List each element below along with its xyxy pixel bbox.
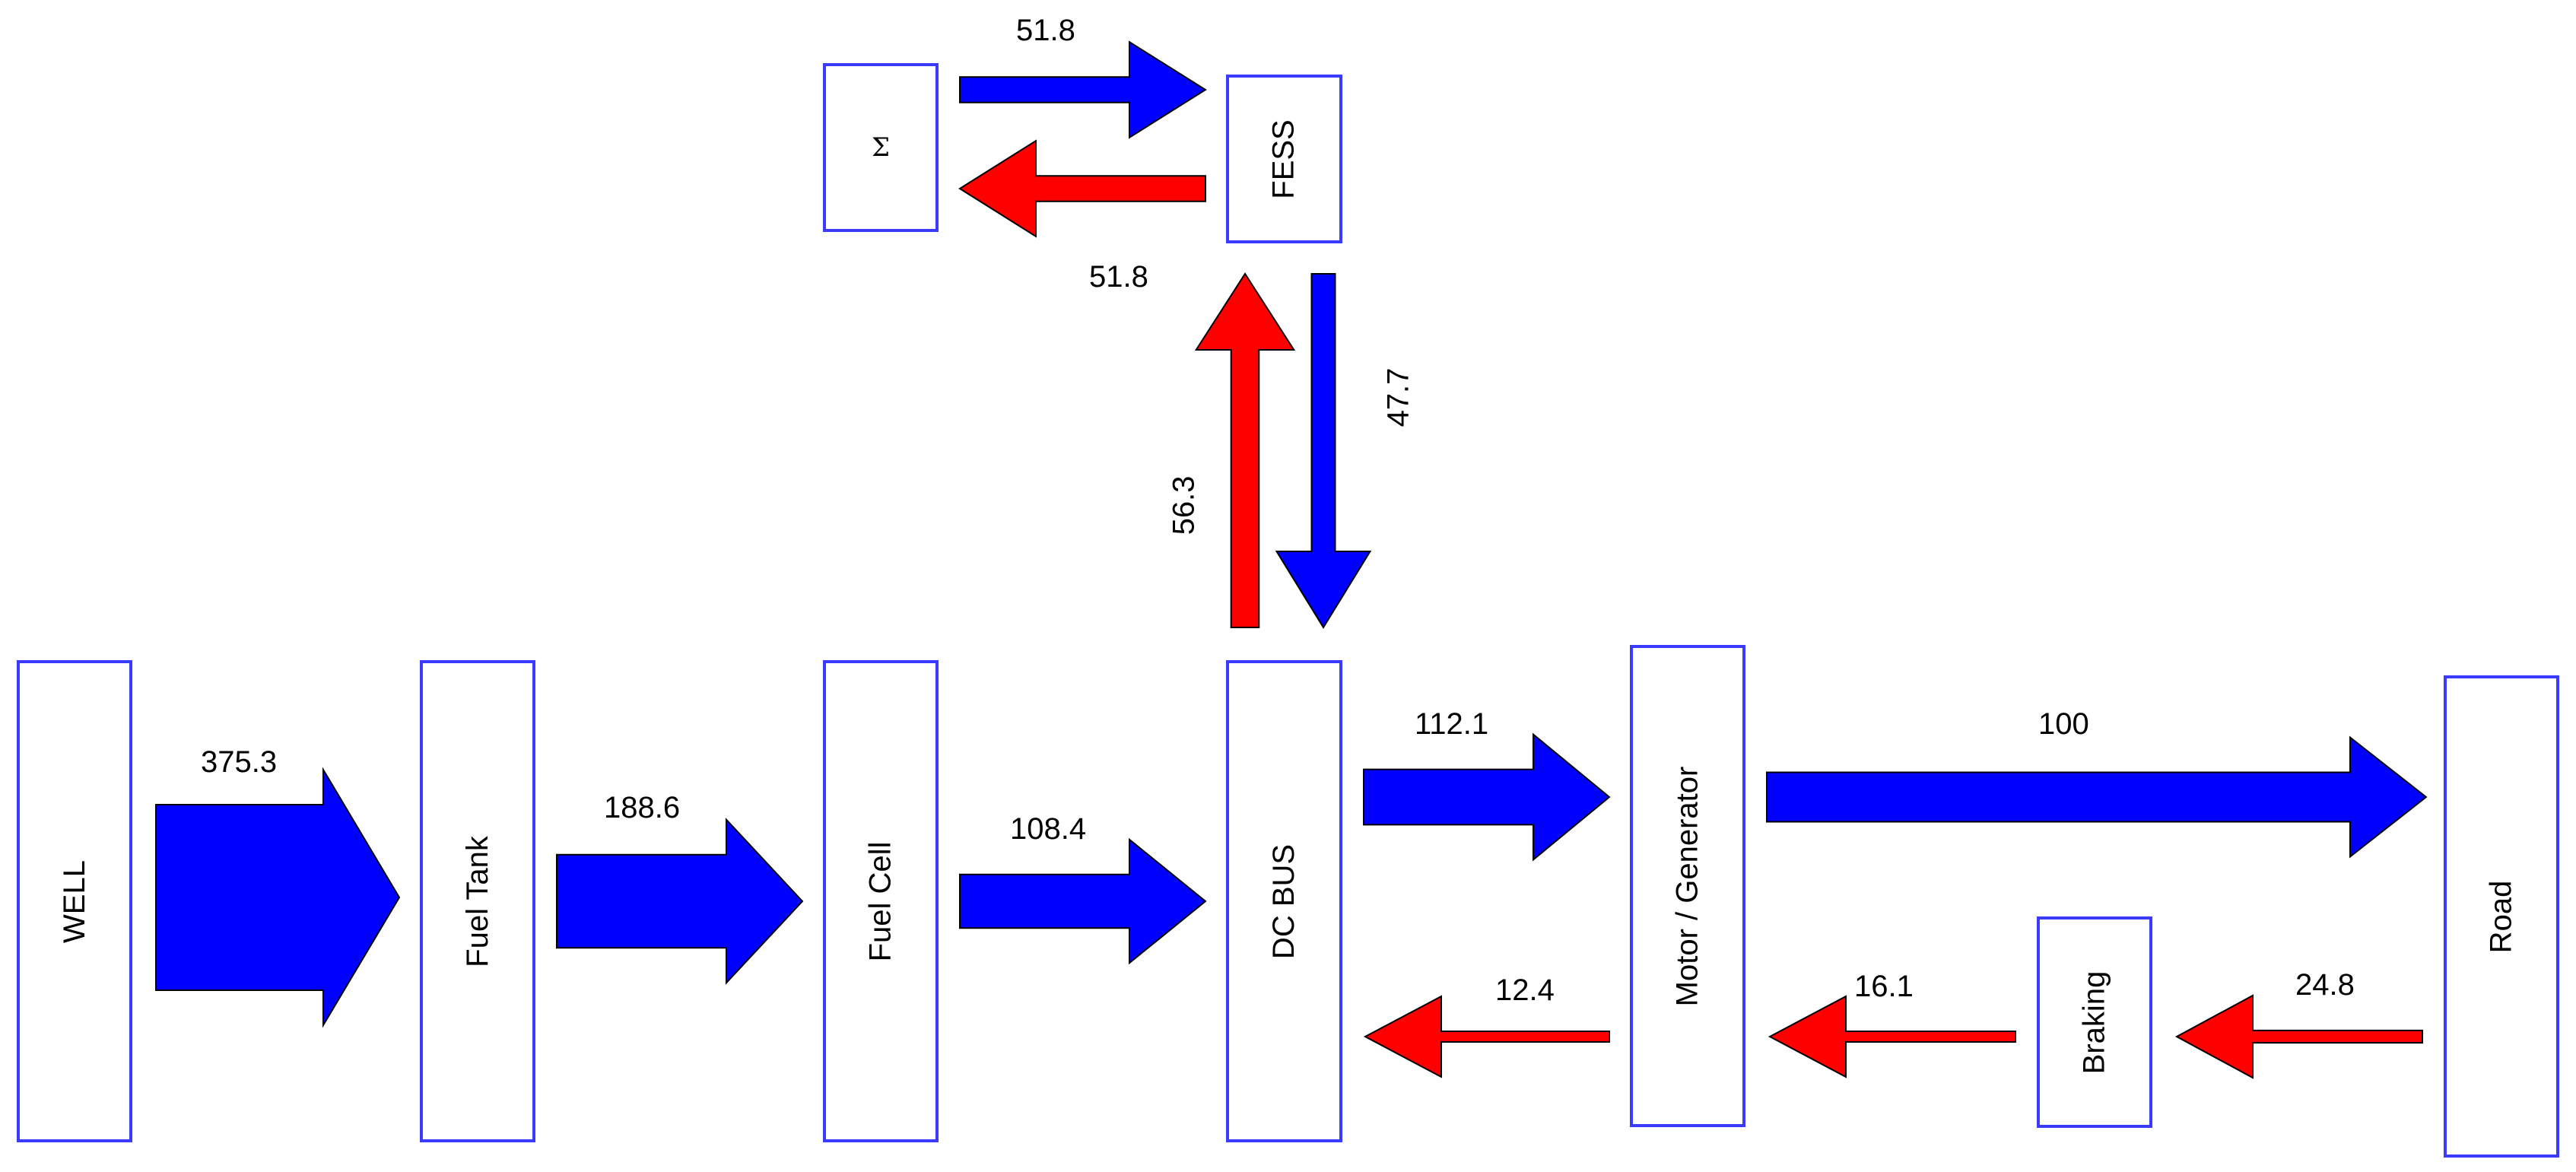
flow-label-fess-to-bus: 47.7	[1381, 367, 1415, 427]
node-braking: Braking	[2037, 916, 2152, 1128]
flow-label-bus-to-fess: 56.3	[1167, 475, 1201, 535]
node-fuel-cell: Fuel Cell	[823, 660, 939, 1142]
flow-label-braking-to-motor: 16.1	[1854, 970, 1914, 1003]
flow-arrow-fess-to-sum	[958, 139, 1206, 238]
flow-label-well-to-tank: 375.3	[201, 745, 278, 779]
node-sum: Σ	[823, 63, 939, 232]
node-dc-bus: DC BUS	[1226, 660, 1342, 1142]
flow-arrow-road-to-braking	[2174, 994, 2423, 1079]
node-fuel-tank-label: Fuel Tank	[460, 835, 494, 967]
flow-arrow-cell-to-bus	[959, 837, 1207, 965]
flow-arrow-motor-to-road	[1766, 735, 2428, 859]
flow-label-tank-to-cell: 188.6	[604, 791, 681, 824]
node-road: Road	[2444, 675, 2559, 1158]
node-well: WELL	[17, 660, 132, 1142]
flow-label-road-to-braking: 24.8	[2295, 968, 2355, 1002]
flow-label-motor-to-bus: 12.4	[1495, 973, 1555, 1007]
sum-symbol-icon: Σ	[871, 132, 891, 163]
node-fuel-cell-label: Fuel Cell	[863, 841, 897, 961]
flow-arrow-tank-to-cell	[556, 818, 804, 985]
flow-label-bus-to-motor: 112.1	[1415, 707, 1489, 741]
flow-label-cell-to-bus: 108.4	[1010, 812, 1087, 846]
flow-arrow-fess-to-bus	[1275, 273, 1372, 629]
node-braking-label: Braking	[2077, 970, 2111, 1074]
flow-arrow-bus-to-fess	[1194, 272, 1296, 628]
node-well-label: WELL	[57, 859, 91, 943]
flow-label-sum-to-fess: 51.8	[1016, 14, 1075, 47]
node-motor-generator-label: Motor / Generator	[1670, 766, 1704, 1006]
node-fess-label: FESS	[1266, 119, 1301, 199]
flow-label-fess-to-sum: 51.8	[1089, 260, 1148, 294]
node-road-label: Road	[2484, 880, 2518, 953]
flow-arrow-bus-to-motor	[1363, 732, 1611, 862]
flow-arrow-braking-to-motor	[1768, 995, 2016, 1078]
flow-arrow-well-to-tank	[155, 767, 401, 1028]
node-fess: FESS	[1226, 75, 1342, 243]
node-fuel-tank: Fuel Tank	[420, 660, 535, 1142]
flow-label-motor-to-road: 100	[2038, 707, 2089, 741]
node-motor-generator: Motor / Generator	[1630, 645, 1745, 1127]
node-dc-bus-label: DC BUS	[1267, 843, 1301, 959]
flow-arrow-motor-to-bus	[1363, 995, 1610, 1078]
flow-arrow-sum-to-fess	[959, 40, 1207, 139]
